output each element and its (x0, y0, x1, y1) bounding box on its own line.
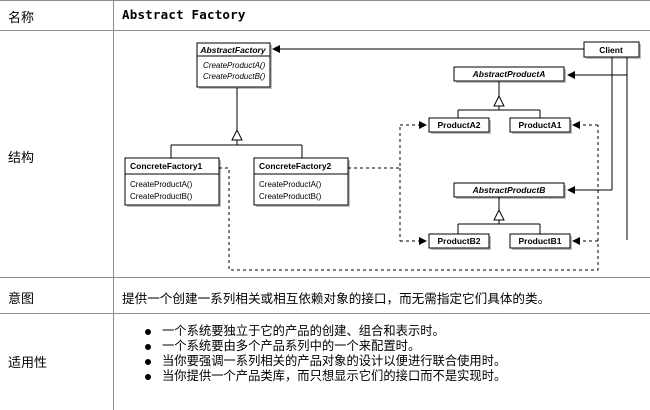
abstract-factory-method: CreateProductB() (203, 72, 266, 81)
product-b2-class: ProductB2 (428, 233, 491, 250)
product-b1-name: ProductB1 (519, 236, 562, 246)
product-b2-name: ProductB2 (438, 236, 481, 246)
applicability-list: 一个系统要独立于它的产品的创建、组合和表示时。 一个系统要由多个产品系列中的一个… (140, 324, 506, 384)
concrete-factory2-method: CreateProductB() (259, 192, 322, 201)
list-item: 一个系统要独立于它的产品的创建、组合和表示时。 (140, 324, 506, 339)
list-item: 一个系统要由多个产品系列中的一个来配置时。 (140, 339, 506, 354)
client-name: Client (599, 45, 623, 55)
concrete-factory2-method: CreateProductA() (259, 180, 322, 189)
applicability-label: 适用性 (8, 356, 48, 371)
client-class: Client (583, 41, 641, 59)
name-label: 名称 (8, 11, 35, 26)
structure-label: 结构 (8, 151, 35, 166)
concrete-factory1-method: CreateProductB() (130, 192, 193, 201)
abstract-product-b-class: AbstractProductB (453, 182, 566, 199)
product-a1-name: ProductA1 (519, 120, 562, 130)
intent-label: 意图 (8, 292, 35, 307)
intent-text: 提供一个创建一系列相关或相互依赖对象的接口，而无需指定它们具体的类。 (122, 291, 551, 306)
abstract-factory-name: AbstractFactory (199, 45, 266, 55)
concrete-factory2-name: ConcreteFactory2 (259, 161, 332, 171)
concrete-factory1-name: ConcreteFactory1 (130, 161, 203, 171)
concrete-factory2-class: ConcreteFactory2 CreateProductA() Create… (253, 157, 350, 207)
product-b1-class: ProductB1 (509, 233, 572, 250)
abstract-product-a-class: AbstractProductA (453, 66, 566, 83)
abstract-product-a-name: AbstractProductA (472, 69, 546, 79)
list-item: 当你要强调一系列相关的产品对象的设计以便进行联合使用时。 (140, 354, 506, 369)
concrete-factory1-method: CreateProductA() (130, 180, 193, 189)
pattern-name: Abstract Factory (122, 7, 246, 22)
product-a2-class: ProductA2 (428, 117, 491, 134)
concrete-factory1-class: ConcreteFactory1 CreateProductA() Create… (124, 157, 221, 207)
list-item: 当你提供一个产品类库，而只想显示它们的接口而不是实现时。 (140, 369, 506, 384)
product-a1-class: ProductA1 (509, 117, 572, 134)
abstract-factory-class: AbstractFactory CreateProductA() CreateP… (196, 42, 272, 89)
abstract-factory-method: CreateProductA() (203, 61, 266, 70)
inheritance-triangle (231, 128, 243, 141)
abstract-product-b-name: AbstractProductB (472, 185, 546, 195)
product-a2-name: ProductA2 (438, 120, 481, 130)
